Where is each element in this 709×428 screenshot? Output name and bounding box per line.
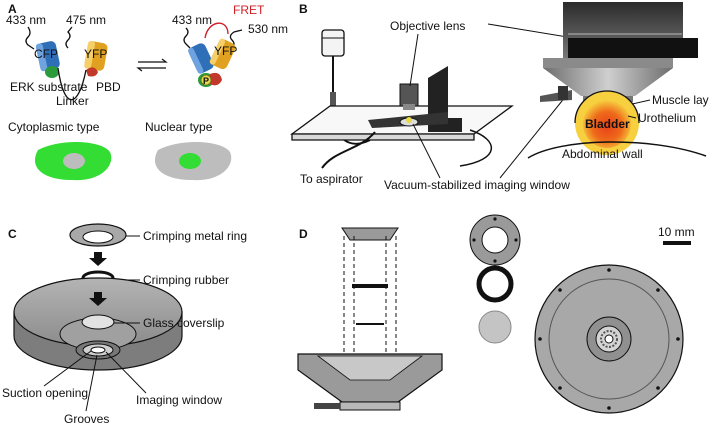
glass-coverslip-label: Glass coverslip <box>143 316 225 330</box>
urothelium-leader <box>627 115 637 119</box>
pbd-domain <box>86 67 98 77</box>
window-top-suction <box>604 334 614 344</box>
mini-objective <box>399 83 419 107</box>
erk-substrate-domain <box>45 66 59 78</box>
vacuum-leader-large <box>499 95 567 179</box>
phospho-group <box>200 74 212 86</box>
window-base-bottom <box>339 401 401 411</box>
fret-label: FRET <box>233 3 265 17</box>
window-clamp-screw <box>558 86 568 100</box>
metal-ring-top-hole <box>481 226 509 254</box>
wavelength-433-label: 433 nm <box>6 13 46 27</box>
bladder-muscle-outline <box>574 90 640 124</box>
emission-arrow-475 <box>65 26 73 49</box>
down-arrow-1 <box>89 252 107 266</box>
bladder <box>583 100 631 148</box>
wavelength-475-label: 475 nm <box>66 13 106 27</box>
panel-b: B To aspirator Objective lens Vacuum-sta… <box>290 2 709 192</box>
panel-a-letter: A <box>8 2 17 16</box>
glass-coverslip-side <box>356 323 384 325</box>
window-top-grooves <box>600 330 618 348</box>
imaging-window-leader <box>105 351 147 394</box>
abdominal-wall <box>527 141 707 159</box>
objective-side-tube <box>568 38 698 58</box>
panel-d-letter: D <box>299 227 308 241</box>
tubing <box>321 131 376 169</box>
glass-coverslip <box>81 314 115 330</box>
yfp-barrel <box>84 40 108 71</box>
linker-label: Linker <box>56 94 89 108</box>
objective-collar <box>543 58 673 68</box>
excitation-arrow-433 <box>25 26 35 50</box>
crimping-ring-side <box>341 227 399 241</box>
nuclear-type-label: Nuclear type <box>145 120 213 134</box>
panel-b-letter: B <box>299 2 308 16</box>
phospho-label: P <box>203 76 209 86</box>
wavelength-530-label: 530 nm <box>248 22 288 36</box>
grooves-label: Grooves <box>64 412 109 426</box>
rubber-ring-top <box>476 265 514 303</box>
stage-plate-edge <box>291 133 475 141</box>
mini-bladder <box>406 117 412 123</box>
cfp-barrel <box>35 41 60 72</box>
equilibrium-arrows <box>136 58 168 72</box>
crimping-ring-hole <box>82 230 114 244</box>
cytoplasmic-cell-nucleus <box>63 153 85 169</box>
cfp-barrel-fret <box>188 43 214 74</box>
erk-substrate-label: ERK substrate <box>10 80 88 94</box>
yfp-barrel-fret <box>209 38 236 70</box>
bladder-label: Bladder <box>585 117 630 131</box>
wavelength-433-b-label: 433 nm <box>172 13 212 27</box>
imaging-window-label: Imaging window <box>136 393 222 407</box>
window-top-screw-holes <box>538 268 680 410</box>
pbd-domain-fret <box>210 72 222 86</box>
scale-bar-label: 10 mm <box>658 225 695 239</box>
coverslip-top <box>478 310 512 344</box>
objective-cone <box>543 68 673 96</box>
nuclear-cell-nucleus <box>179 153 201 169</box>
objective-lens-label: Objective lens <box>390 19 465 33</box>
muscle-layer-leader <box>631 99 651 105</box>
tubing-2 <box>459 129 492 167</box>
mini-objective-tip <box>403 104 415 110</box>
metal-ring-top-holes <box>472 217 518 263</box>
linker-curve <box>57 67 87 101</box>
yfp-label-fret: YFP <box>214 44 237 58</box>
abdominal-wall-label: Abdominal wall <box>562 147 643 161</box>
window-base-inner <box>316 355 424 381</box>
panel-d: D 10 mm <box>297 214 695 414</box>
suction-opening <box>90 346 106 354</box>
pbd-label: PBD <box>96 80 121 94</box>
crimping-ring-label: Crimping metal ring <box>143 229 247 243</box>
panel-c: C Crimping metal ring Crimping rubber Gl… <box>2 223 247 426</box>
vacuum-window-label: Vacuum-stabilized imaging window <box>384 178 570 192</box>
yfp-label: YFP <box>84 47 107 61</box>
cytoplasmic-type-label: Cytoplasmic type <box>8 120 100 134</box>
suction-opening-label: Suction opening <box>2 386 88 400</box>
crimping-rubber-side <box>352 284 388 288</box>
objective-leader-small <box>409 33 419 87</box>
down-arrow-2 <box>89 292 107 306</box>
grooves-leader <box>85 354 98 412</box>
crimping-rubber-label: Crimping rubber <box>143 273 229 287</box>
cfp-label: CFP <box>34 47 58 61</box>
vacuum-leader-small <box>412 123 441 179</box>
to-aspirator-label: To aspirator <box>300 172 363 186</box>
fret-transfer-arrow <box>204 22 229 39</box>
suction-port <box>314 403 340 409</box>
panel-a: A 433 nm 475 nm CFP YFP ERK substrate PB… <box>6 2 288 181</box>
muscle-layer-label: Muscle layer <box>652 93 709 107</box>
urothelium-label: Urothelium <box>638 111 696 125</box>
excitation-arrow-433-b <box>183 27 191 49</box>
suction-opening-leader <box>43 350 92 387</box>
scale-bar <box>663 241 691 245</box>
panel-c-letter: C <box>8 227 17 241</box>
